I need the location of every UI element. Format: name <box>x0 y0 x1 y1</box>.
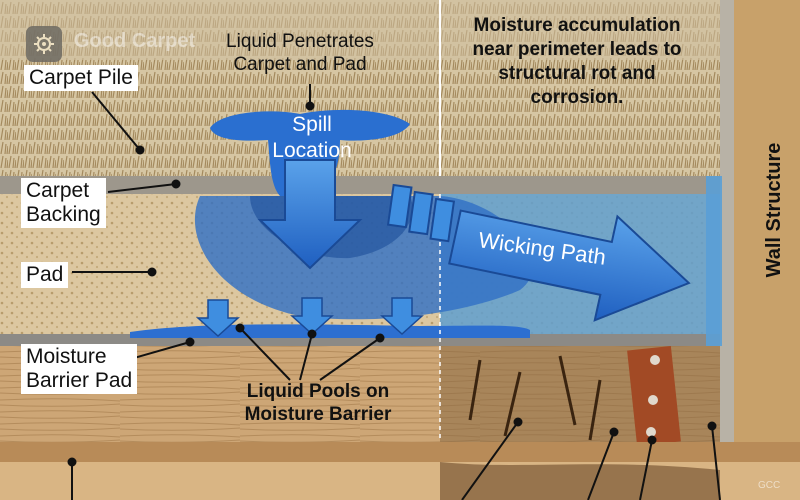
pooling-arrows-icon <box>196 297 424 338</box>
caption-moisture-accumulation: Moisture accumulation near perimeter lea… <box>472 15 682 108</box>
label-carpet-backing: Carpet Backing <box>21 178 106 228</box>
leader-lines <box>67 84 721 500</box>
down-arrow-icon <box>257 159 363 270</box>
rot-cracks <box>468 349 652 441</box>
gear-logo-icon <box>34 34 54 54</box>
spill-puddle <box>210 109 410 196</box>
liquid-pool <box>130 324 530 338</box>
brand-logo <box>26 26 62 62</box>
caption-liquid-penetrates: Liquid Penetrates Carpet and Pad <box>226 31 374 75</box>
caption-spill-location: Spill Location <box>272 113 352 162</box>
label-moisture-barrier-pad: Moisture Barrier Pad <box>21 344 138 394</box>
carpet-backing-layer <box>0 176 720 194</box>
label-wall-structure: Wall Structure <box>763 142 785 278</box>
label-carpet-pile: Carpet Pile <box>24 65 138 91</box>
caption-liquid-pools: Liquid Pools on Moisture Barrier <box>244 381 392 425</box>
watermark: GCC <box>758 480 781 491</box>
label-pad: Pad <box>21 262 69 288</box>
brand-name: Good Carpet <box>74 30 196 52</box>
wicking-arrow-icon <box>386 183 691 322</box>
